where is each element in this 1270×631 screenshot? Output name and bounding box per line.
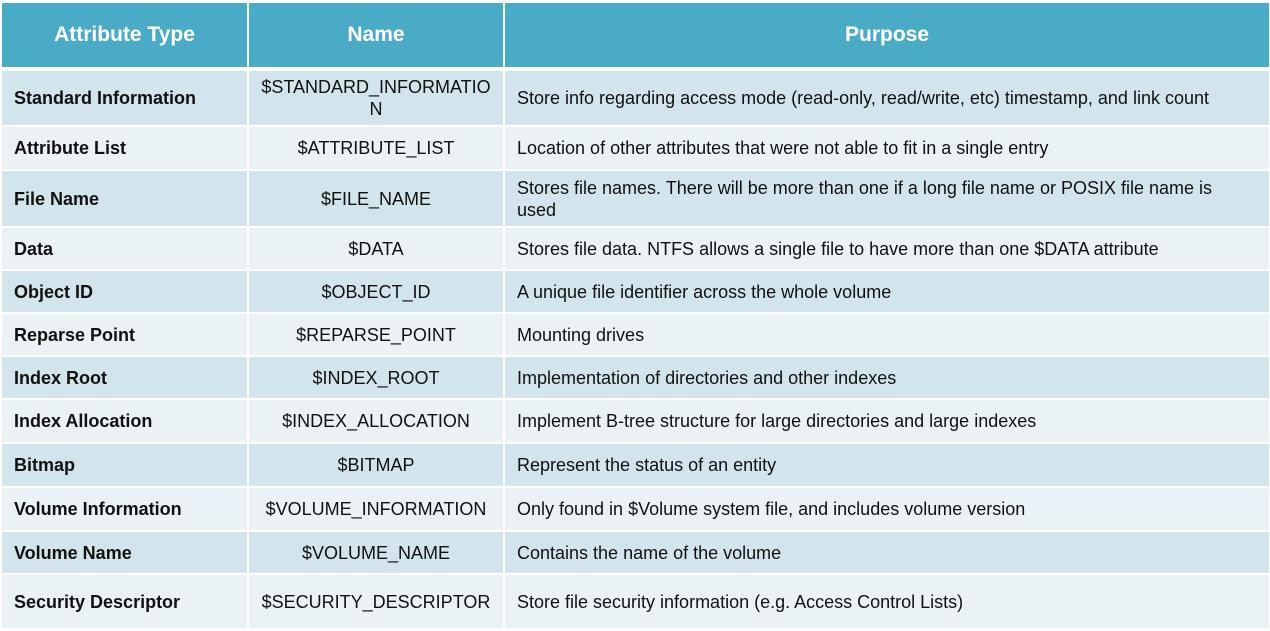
cell-attribute-type: Data <box>2 228 249 271</box>
cell-purpose: Represent the status of an entity <box>505 444 1269 488</box>
column-header-name: Name <box>249 3 505 71</box>
table-row: Security Descriptor $SECURITY_DESCRIPTOR… <box>2 575 1269 630</box>
cell-attribute-type: Security Descriptor <box>2 575 249 630</box>
cell-attribute-type: Index Root <box>2 357 249 400</box>
table-row: Index Allocation $INDEX_ALLOCATION Imple… <box>2 400 1269 444</box>
column-header-attribute-type: Attribute Type <box>2 3 249 71</box>
table-row: Reparse Point $REPARSE_POINT Mounting dr… <box>2 314 1269 357</box>
cell-attribute-type: Standard Information <box>2 71 249 127</box>
cell-purpose: Implementation of directories and other … <box>505 357 1269 400</box>
table-row: File Name $FILE_NAME Stores file names. … <box>2 171 1269 228</box>
cell-purpose: Store info regarding access mode (read-o… <box>505 71 1269 127</box>
table-row: Attribute List $ATTRIBUTE_LIST Location … <box>2 127 1269 171</box>
table-row: Volume Name $VOLUME_NAME Contains the na… <box>2 532 1269 575</box>
table-row: Data $DATA Stores file data. NTFS allows… <box>2 228 1269 271</box>
cell-name: $VOLUME_INFORMATION <box>249 488 505 532</box>
table-row: Index Root $INDEX_ROOT Implementation of… <box>2 357 1269 400</box>
cell-name: $ATTRIBUTE_LIST <box>249 127 505 171</box>
cell-attribute-type: Attribute List <box>2 127 249 171</box>
cell-purpose: Mounting drives <box>505 314 1269 357</box>
cell-name: $OBJECT_ID <box>249 271 505 314</box>
cell-attribute-type: Bitmap <box>2 444 249 488</box>
cell-purpose: A unique file identifier across the whol… <box>505 271 1269 314</box>
cell-attribute-type: Reparse Point <box>2 314 249 357</box>
table-row: Bitmap $BITMAP Represent the status of a… <box>2 444 1269 488</box>
table-row: Object ID $OBJECT_ID A unique file ident… <box>2 271 1269 314</box>
cell-name: $SECURITY_DESCRIPTOR <box>249 575 505 630</box>
table-header-row: Attribute Type Name Purpose <box>2 3 1269 71</box>
cell-attribute-type: Index Allocation <box>2 400 249 444</box>
cell-name: $INDEX_ROOT <box>249 357 505 400</box>
cell-attribute-type: Volume Information <box>2 488 249 532</box>
cell-attribute-type: Object ID <box>2 271 249 314</box>
cell-purpose: Stores file names. There will be more th… <box>505 171 1269 228</box>
cell-purpose: Only found in $Volume system file, and i… <box>505 488 1269 532</box>
cell-attribute-type: Volume Name <box>2 532 249 575</box>
cell-name: $DATA <box>249 228 505 271</box>
cell-purpose: Implement B-tree structure for large dir… <box>505 400 1269 444</box>
cell-attribute-type: File Name <box>2 171 249 228</box>
table-row: Volume Information $VOLUME_INFORMATION O… <box>2 488 1269 532</box>
cell-name: $STANDARD_INFORMATION <box>249 71 505 127</box>
column-header-purpose: Purpose <box>505 3 1269 71</box>
ntfs-attributes-table: Attribute Type Name Purpose Standard Inf… <box>2 3 1269 630</box>
cell-name: $INDEX_ALLOCATION <box>249 400 505 444</box>
cell-name: $BITMAP <box>249 444 505 488</box>
cell-purpose: Location of other attributes that were n… <box>505 127 1269 171</box>
cell-purpose: Contains the name of the volume <box>505 532 1269 575</box>
table-row: Standard Information $STANDARD_INFORMATI… <box>2 71 1269 127</box>
cell-name: $REPARSE_POINT <box>249 314 505 357</box>
cell-purpose: Store file security information (e.g. Ac… <box>505 575 1269 630</box>
cell-purpose: Stores file data. NTFS allows a single f… <box>505 228 1269 271</box>
cell-name: $VOLUME_NAME <box>249 532 505 575</box>
ntfs-attributes-table-wrapper: Attribute Type Name Purpose Standard Inf… <box>2 3 1269 630</box>
cell-name: $FILE_NAME <box>249 171 505 228</box>
